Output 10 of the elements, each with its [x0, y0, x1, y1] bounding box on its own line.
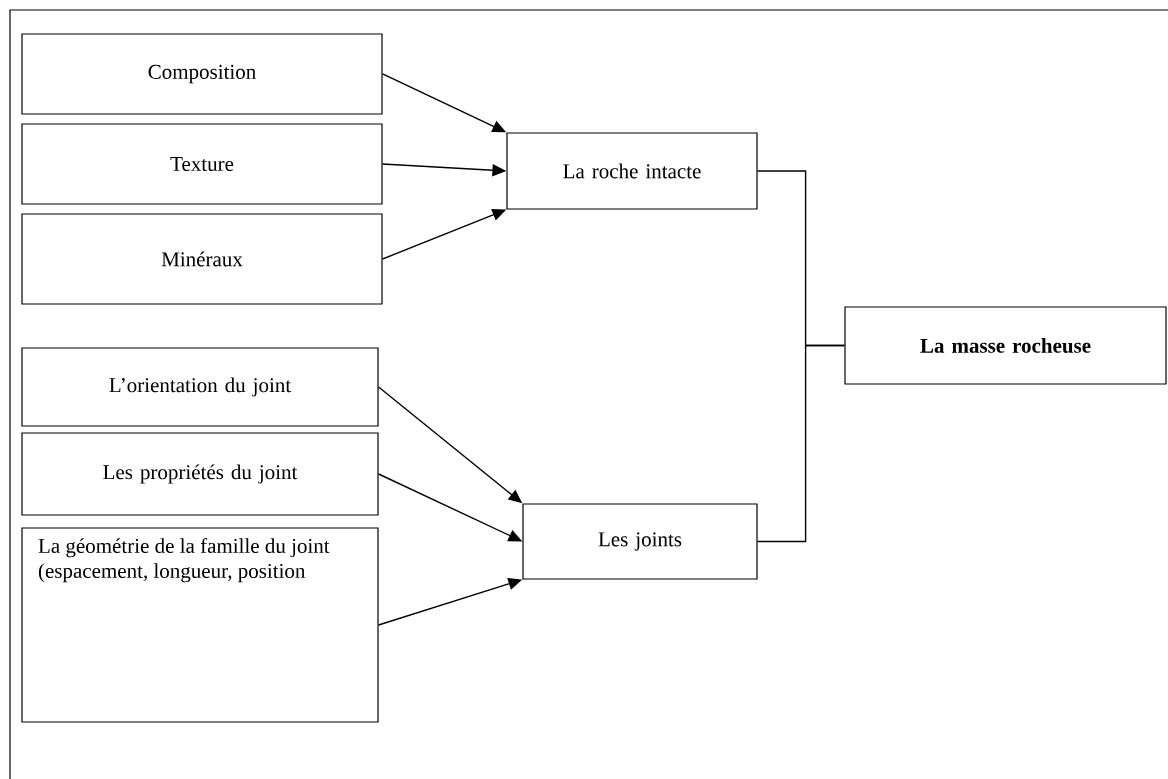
- process-box: La masse rocheuse: [844, 306, 1167, 385]
- process-box: La roche intacte: [506, 132, 758, 210]
- process-box: Composition: [21, 33, 383, 115]
- process-box: Les joints: [522, 503, 758, 580]
- process-box: Les propriétés du joint: [21, 432, 379, 516]
- process-box: La géométrie de la famille du joint (espacement, longueur, position: [21, 527, 379, 723]
- connector-line: [756, 344, 846, 543]
- process-box: Texture: [21, 123, 383, 205]
- process-box: L’orientation du joint: [21, 347, 379, 427]
- process-box: Minéraux: [21, 213, 383, 305]
